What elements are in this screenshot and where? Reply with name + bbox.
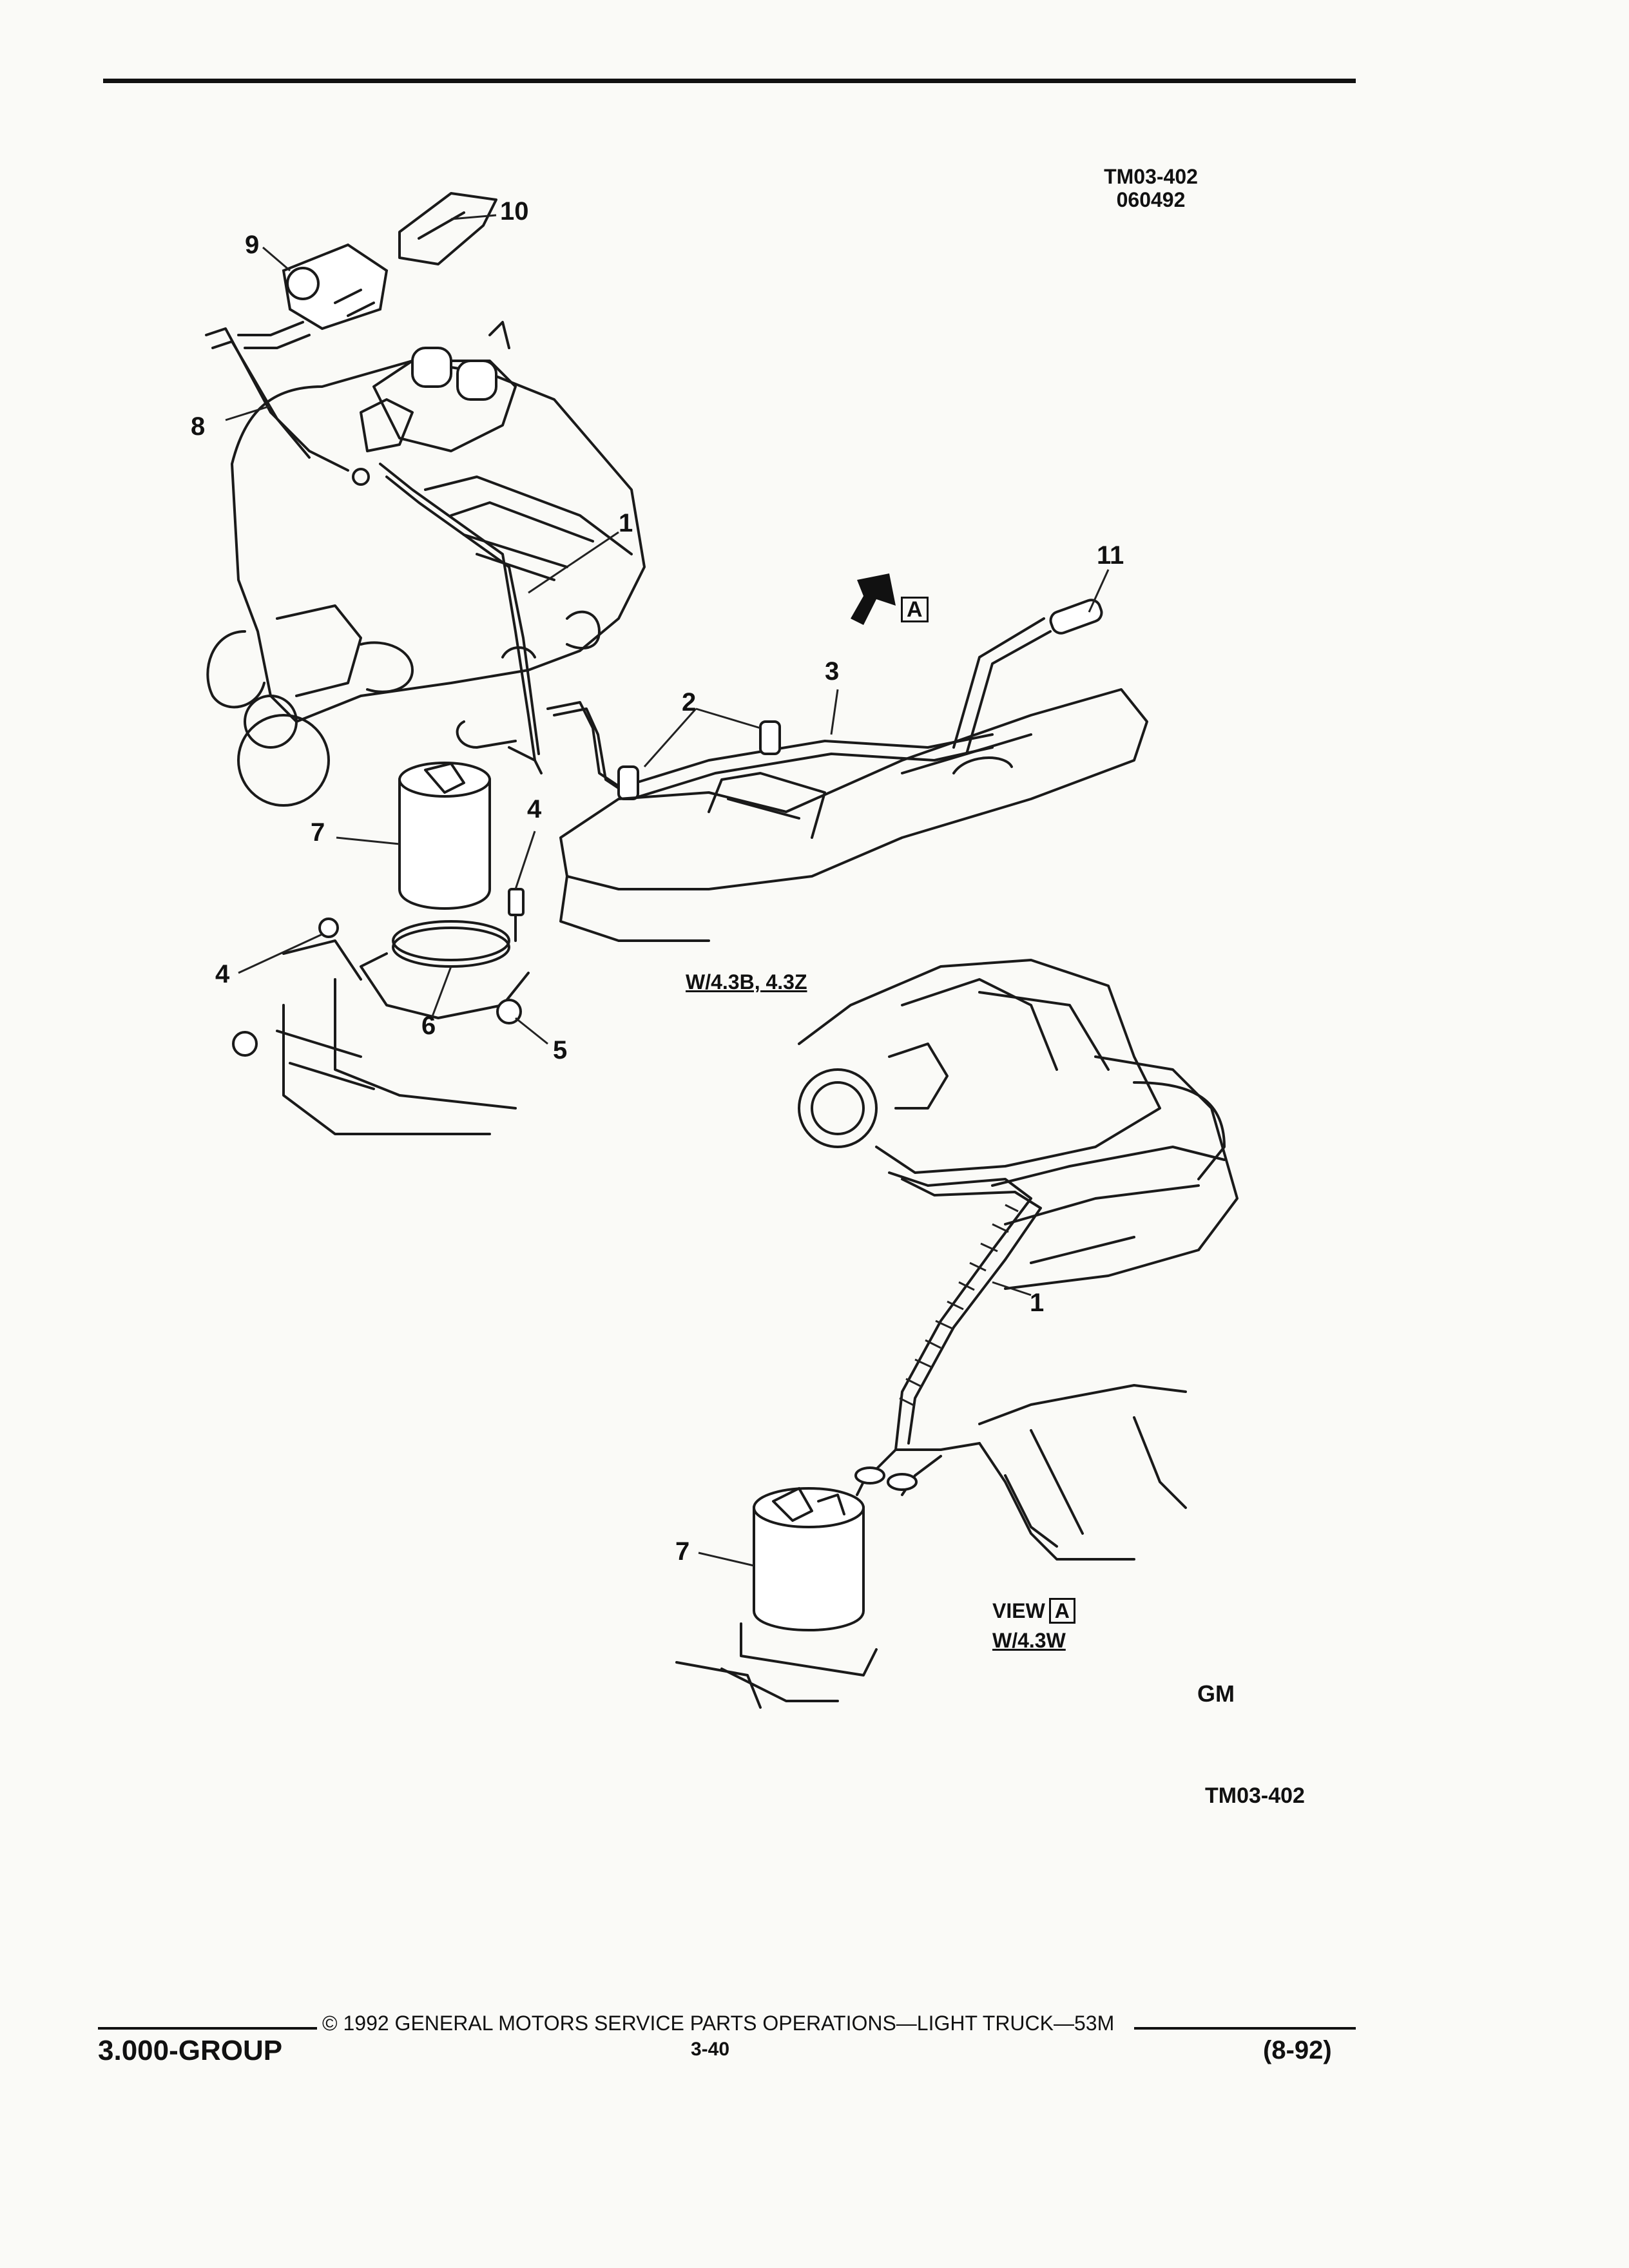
callout-7-upper: 7: [311, 818, 325, 847]
frame-rail: [559, 688, 1148, 942]
bottom-drawing-reference: TM03-402: [1205, 1783, 1305, 1808]
canister-bracket-part-6: [276, 920, 530, 1135]
drawing-number: TM03-402: [1104, 165, 1198, 188]
callout-4-upper: 4: [527, 795, 542, 823]
canister-part-7-upper: [398, 762, 491, 910]
view-a-arrow-label: A: [897, 597, 929, 622]
callout-10: 10: [500, 197, 529, 226]
leader-lines-view-a: [698, 1281, 1032, 1567]
purge-line-parts-2-3: [546, 599, 1103, 800]
footer-revision-date: (8-92): [1263, 2036, 1332, 2064]
frame-crossmember-view-a: [978, 1384, 1187, 1561]
engine-block-upper: [206, 360, 646, 807]
view-a-variant-label: W/4.3W: [992, 1629, 1066, 1652]
bolt-part-4: [232, 888, 525, 1057]
nut-part-5: [496, 999, 522, 1024]
leader-lines-upper: [225, 214, 1110, 1045]
callout-1: 1: [619, 509, 633, 537]
callout-1-view-a: 1: [1030, 1289, 1045, 1317]
drawing-date-code: 060492: [1116, 188, 1186, 211]
throttle-body-top: [372, 321, 517, 452]
view-letter: A: [1048, 1598, 1075, 1624]
intake-manifold-view-a: [798, 959, 1239, 1290]
footer-copyright: © 1992 GENERAL MOTORS SERVICE PARTS OPER…: [322, 2012, 1115, 2035]
footer-page-number: 3-40: [691, 2039, 730, 2060]
callout-6: 6: [421, 1012, 436, 1040]
view-word: VIEW: [992, 1599, 1045, 1622]
canister-part-7-view-a: [675, 1487, 878, 1709]
footer-rule-left: [98, 2027, 317, 2030]
footer-group-number: 3.000-GROUP: [98, 2035, 283, 2066]
callout-7-view-a: 7: [675, 1537, 690, 1566]
hose-corrugated-view-a: [854, 1171, 1042, 1496]
callout-2: 2: [682, 688, 697, 716]
engine-variant-label: W/4.3B, 4.3Z: [686, 970, 807, 994]
callout-8: 8: [191, 412, 206, 441]
top-rule: [103, 79, 1356, 83]
callout-3: 3: [825, 657, 840, 686]
gm-logo-mark: GM: [1197, 1680, 1235, 1707]
drawing-reference-header: TM03-402 060492: [1080, 165, 1222, 211]
solenoid-part-9: [282, 243, 389, 331]
callout-9: 9: [245, 231, 260, 259]
bracket-part-10: [398, 192, 497, 265]
vapor-pipe-part-1: [379, 463, 543, 774]
view-a-direction-arrow: [851, 573, 896, 625]
callout-4-lower: 4: [215, 960, 230, 988]
hose-part-8: [205, 321, 370, 486]
callout-5: 5: [553, 1036, 568, 1064]
callout-11: 11: [1097, 541, 1124, 570]
footer-rule-right: [1134, 2027, 1356, 2030]
